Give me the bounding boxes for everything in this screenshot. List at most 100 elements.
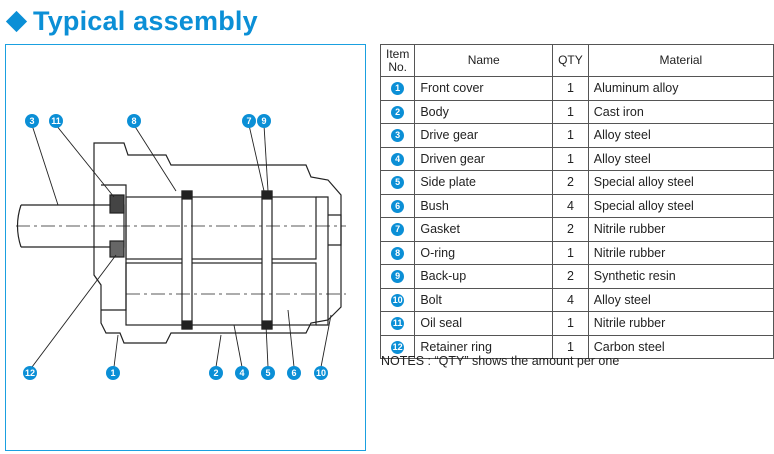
qty-cell: 1 [552,99,589,124]
qty-cell: 1 [552,76,589,101]
qty-cell: 4 [552,287,589,312]
svg-text:7: 7 [246,116,251,126]
name-cell: Back-up [414,264,554,289]
item-number-badge: 3 [391,129,405,143]
svg-text:11: 11 [51,116,61,126]
section-heading-text: Typical assembly [33,5,258,36]
material-cell: Cast iron [587,99,774,124]
callout-8: 8 [127,114,141,128]
callout-3: 3 [25,114,39,128]
material-cell: Special alloy steel [587,170,774,195]
callout-5: 5 [261,366,275,380]
table-header-row: Item No. Name QTY Material [379,44,774,77]
material-cell: Aluminum alloy [587,76,774,101]
material-cell: Nitrile rubber [587,217,774,242]
item-no-cell: 7 [379,217,416,242]
qty-cell: 2 [552,264,589,289]
side-plate-left [181,190,193,330]
item-no-cell: 6 [379,193,416,218]
item-no-cell: 9 [379,264,416,289]
material-cell: Alloy steel [587,123,774,148]
material-cell: Nitrile rubber [587,311,774,336]
upper-gear-body [125,196,317,260]
diamond-icon [5,10,28,32]
qty-cell: 1 [552,123,589,148]
name-cell: Bush [414,193,554,218]
gasket-4 [261,320,273,330]
callout-1: 1 [106,366,120,380]
svg-text:1: 1 [110,368,115,378]
name-cell: Gasket [414,217,554,242]
oil-seal [109,194,125,214]
col-material: Material [587,44,774,77]
gasket-1 [181,190,193,200]
qty-cell: 2 [552,170,589,195]
svg-text:8: 8 [131,116,136,126]
col-qty: QTY [552,44,589,77]
qty-cell: 1 [552,311,589,336]
name-cell: Driven gear [414,146,554,171]
item-number-badge: 2 [391,105,405,119]
col-item-no: Item No. [379,44,416,77]
name-cell: Retainer ring [414,334,554,359]
name-cell: Body [414,99,554,124]
svg-text:5: 5 [265,368,270,378]
callout-2: 2 [209,366,223,380]
item-number-badge: 5 [391,176,405,190]
col-name: Name [414,44,554,77]
item-number-badge: 12 [391,340,405,354]
name-cell: Side plate [414,170,554,195]
callout-11: 11 [49,114,63,128]
svg-text:10: 10 [316,368,326,378]
side-plate-right [261,190,273,330]
name-cell: O-ring [414,240,554,265]
gasket-2 [181,320,193,330]
callout-12: 12 [23,366,37,380]
callout-9: 9 [257,114,271,128]
item-number-badge: 10 [391,293,405,307]
callout-7: 7 [242,114,256,128]
bolt-head [328,214,342,246]
svg-text:6: 6 [291,368,296,378]
section-heading: Typical assembly [2,4,258,38]
svg-text:3: 3 [29,116,34,126]
qty-cell: 1 [552,240,589,265]
rear-cover [316,196,329,326]
svg-text:4: 4 [239,368,244,378]
qty-cell: 1 [552,146,589,171]
name-cell: Oil seal [414,311,554,336]
item-number-badge: 11 [391,317,405,331]
material-cell: Alloy steel [587,287,774,312]
qty-cell: 2 [552,217,589,242]
item-no-cell: 11 [379,311,416,336]
gasket-3 [261,190,273,200]
material-cell: Special alloy steel [587,193,774,218]
item-no-cell: 5 [379,170,416,195]
material-cell: Synthetic resin [587,264,774,289]
svg-text:12: 12 [25,368,35,378]
svg-text:9: 9 [261,116,266,126]
qty-cell: 4 [552,193,589,218]
item-no-cell: 10 [379,287,416,312]
material-cell: Nitrile rubber [587,240,774,265]
name-cell: Drive gear [414,123,554,148]
item-number-badge: 6 [391,199,405,213]
item-no-cell: 8 [379,240,416,265]
gear-pump-cross-section: 3 11 8 7 9 12 1 2 4 5 6 10 [16,114,346,380]
name-cell: Bolt [414,287,554,312]
item-no-cell: 2 [379,99,416,124]
material-cell: Alloy steel [587,146,774,171]
callout-4: 4 [235,366,249,380]
